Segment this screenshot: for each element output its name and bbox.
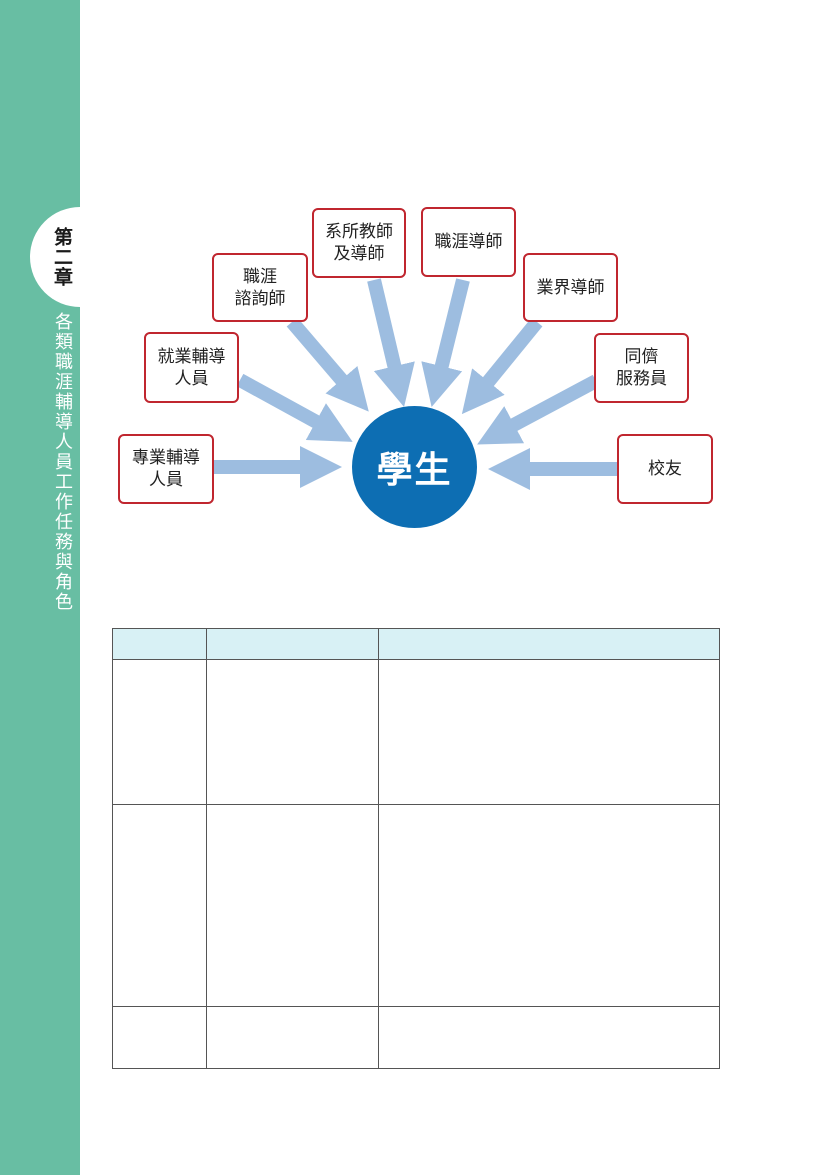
table-cell: [206, 659, 379, 805]
table-cell: [112, 659, 207, 805]
chapter-title: 各類職涯輔導人員工作任務與角色: [52, 312, 73, 612]
table-row: [112, 659, 720, 805]
arrow-zixun: [286, 317, 369, 412]
table-cell: [112, 804, 207, 1007]
table-cell: [206, 1006, 379, 1069]
chapter-tab: [30, 207, 130, 307]
table-cell: [112, 1006, 207, 1069]
node-yejie: 業界導師: [523, 253, 618, 322]
node-tongchou: 同儕 服務員: [594, 333, 689, 403]
table-cell: [378, 1006, 720, 1069]
table-header-cell: [378, 628, 720, 660]
chapter-label: 第二章: [51, 227, 73, 287]
node-xisuo: 系所教師 及導師: [312, 208, 406, 278]
node-zhiya: 職涯導師: [421, 207, 516, 277]
node-jiuye: 就業輔導 人員: [144, 332, 239, 403]
arrow-xisuo: [367, 278, 415, 408]
node-xiaoyou: 校友: [617, 434, 713, 504]
table-cell: [378, 659, 720, 805]
arrow-diagram: [214, 278, 617, 490]
table-header-row: [112, 628, 720, 660]
table-row: [112, 804, 720, 1007]
table-cell: [206, 804, 379, 1007]
table-header-cell: [206, 628, 379, 660]
arrow-jiuye: [236, 373, 353, 442]
chapter-sidebar: [0, 0, 80, 1175]
table-cell: [378, 804, 720, 1007]
table-row: [112, 1006, 720, 1069]
node-zhuanye: 專業輔導 人員: [118, 434, 214, 504]
arrow-tongchou: [477, 374, 600, 445]
arrow-zhiya: [421, 278, 470, 407]
center-student: 學生: [352, 406, 477, 528]
table-header-cell: [112, 628, 207, 660]
node-zixun: 職涯 諮詢師: [212, 253, 308, 322]
roles-table: [112, 628, 720, 1069]
arrow-yejie: [461, 317, 543, 415]
